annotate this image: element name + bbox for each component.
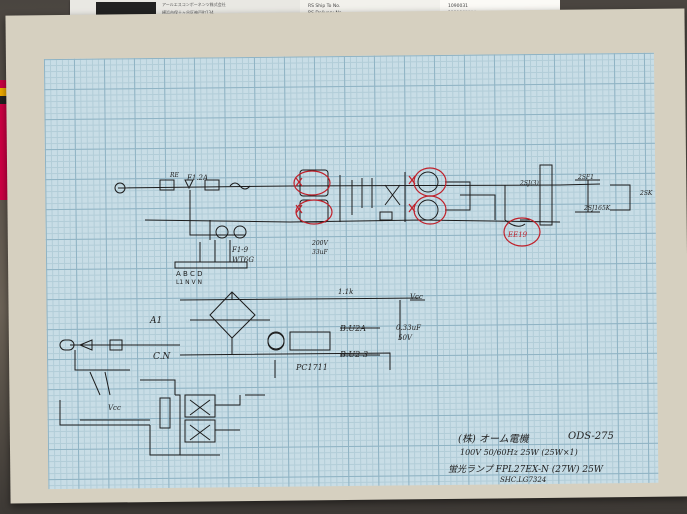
label-wt: WT6G — [232, 256, 254, 264]
title-maker: (株) オーム電機 — [458, 434, 529, 445]
terminal-names: L1 N V N — [176, 279, 202, 286]
label-cn: C.N — [153, 352, 171, 362]
label-cap: 0.33uF — [396, 324, 421, 332]
label-ua: B.U2A — [340, 324, 367, 333]
label-vcc: Vcc — [108, 404, 121, 412]
label-2sk: 2SK — [640, 190, 653, 197]
label-fw: F1-9 — [232, 246, 249, 254]
label-a1: A1 — [150, 316, 163, 326]
label-2sj165k: 2SJ165K — [584, 205, 611, 212]
title-model: ODS-275 — [568, 431, 614, 442]
title-spec: 100V 50/60Hz 25W (25W×1) — [460, 448, 578, 457]
title-lamp: 蛍光ランプ FPL27EX-N (27W) 25W — [448, 465, 604, 475]
company-name: アールエスコンポーネンツ株式会社 — [162, 2, 226, 7]
title-serial: SHC.LG7324 — [500, 476, 547, 484]
terminal-letters: A B C D — [176, 270, 203, 278]
label-re: RE — [170, 172, 179, 179]
company-logo — [96, 2, 156, 16]
label-2sf: 2SF1 — [578, 174, 594, 181]
label-200v: 200V — [312, 240, 328, 247]
label-11k: 1.1k — [338, 288, 354, 296]
label-fuse: F1.2A — [187, 174, 209, 182]
label-ub: B.U2-3 — [340, 350, 369, 359]
label-ee19: EE19 — [508, 231, 528, 239]
label-2sj: 2SJ(3) — [520, 180, 539, 187]
ship-to-value: 1090031 — [448, 4, 469, 9]
colored-wires — [0, 80, 10, 200]
label-vcc-top: Vcc — [410, 293, 423, 301]
ship-to-label: RS Ship To No. — [308, 4, 341, 9]
label-33uf: 33uF — [312, 249, 328, 256]
label-pc: PC1711 — [296, 363, 328, 372]
label-cap2: 50V — [398, 334, 412, 342]
company-address: 横浜市保土ヶ谷区神戸町134 — [162, 10, 214, 15]
